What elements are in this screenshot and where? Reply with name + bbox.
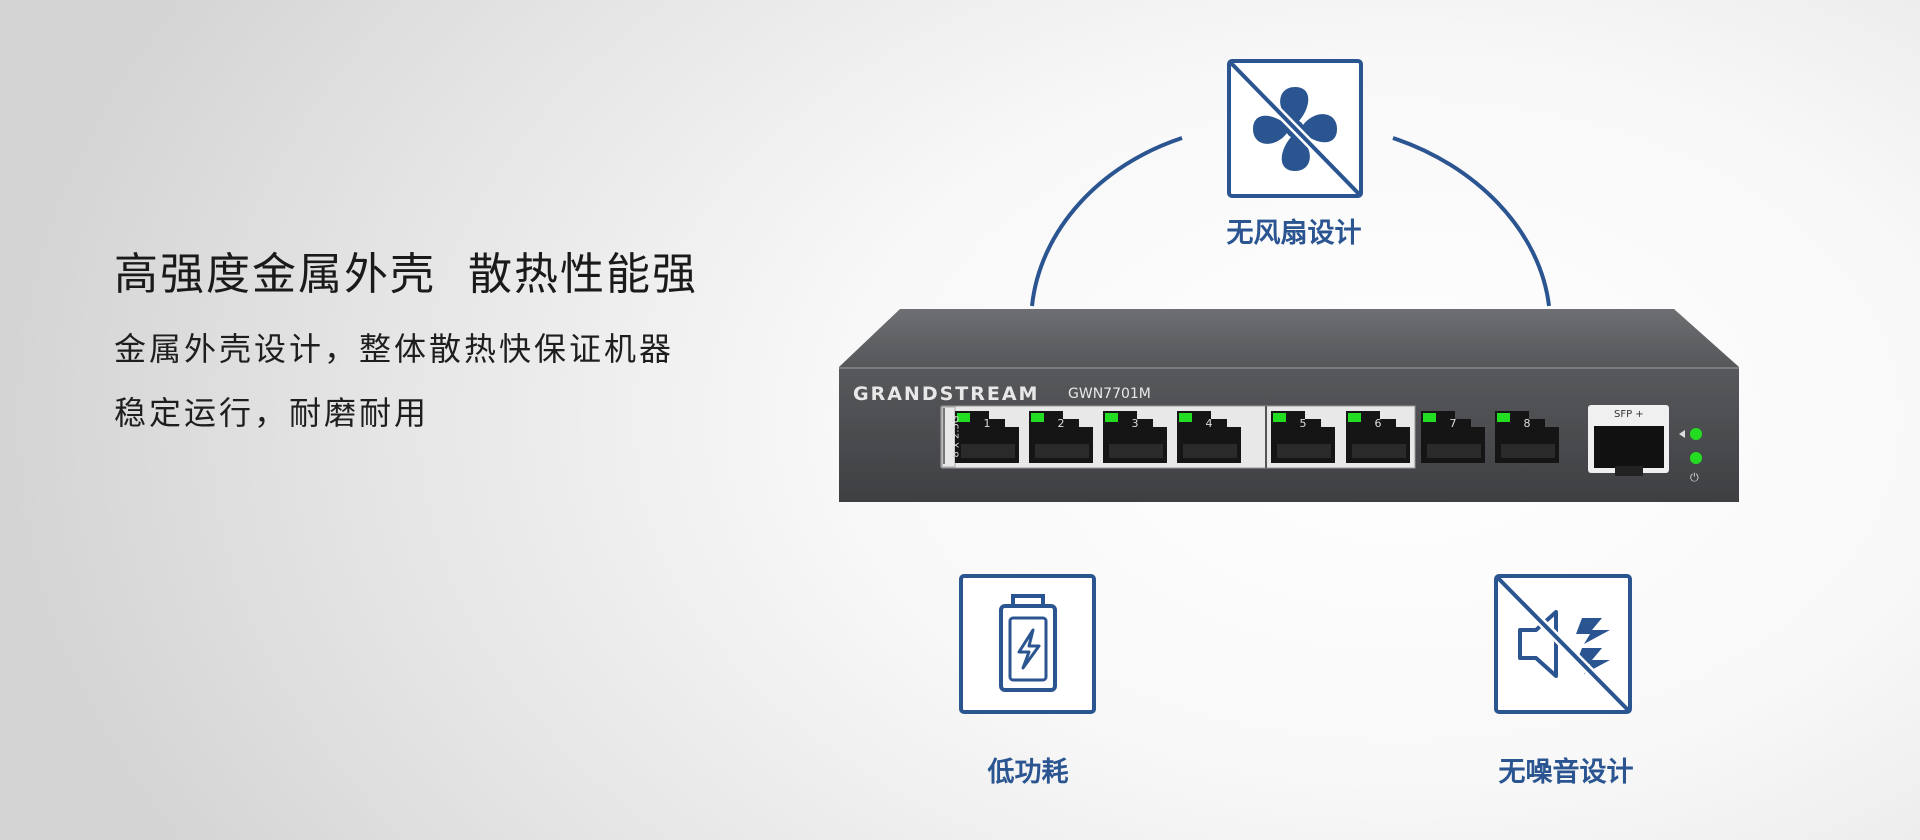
headline: 高强度金属外壳 散热性能强 xyxy=(114,249,698,300)
brand-logo: GRANDSTREAM xyxy=(853,383,1040,405)
port-number: 8 xyxy=(1523,417,1531,430)
network-switch: GRANDSTREAM GWN7701M 8 x 2.5G 1 2 3 4 5 6 7 8 S… xyxy=(839,309,1739,504)
feature-label-silent: 无噪音设计 xyxy=(1498,757,1634,788)
ethernet-port xyxy=(1495,411,1559,463)
port-led xyxy=(1497,413,1510,422)
no-fan-icon xyxy=(1227,59,1363,198)
port-number: 7 xyxy=(1449,417,1457,430)
ethernet-port xyxy=(1177,411,1241,463)
no-sound-icon xyxy=(1494,574,1632,714)
port-number: 6 xyxy=(1374,417,1382,430)
ethernet-port xyxy=(1421,411,1485,463)
power-icon: ⏻ xyxy=(1690,471,1699,484)
model-label: GWN7701M xyxy=(1068,386,1151,402)
ethernet-port xyxy=(1103,411,1167,463)
port-number: 2 xyxy=(1057,417,1065,430)
port-led xyxy=(1179,413,1192,422)
feature-label-low-power: 低功耗 xyxy=(987,757,1069,788)
port-led xyxy=(1105,413,1118,422)
port-number: 4 xyxy=(1205,417,1213,430)
port-led xyxy=(1273,413,1286,422)
ethernet-port xyxy=(1346,411,1410,463)
port-number: 5 xyxy=(1299,417,1307,430)
port-led xyxy=(1031,413,1044,422)
ethernet-port xyxy=(1029,411,1093,463)
ethernet-port xyxy=(955,411,1019,463)
description-line-1: 金属外壳设计，整体散热快保证机器 xyxy=(114,330,675,368)
port-led xyxy=(1423,413,1436,422)
description-line-2: 稳定运行，耐磨耐用 xyxy=(114,394,430,432)
sfp-label: SFP + xyxy=(1614,409,1644,420)
port-number: 1 xyxy=(983,417,991,430)
ethernet-port xyxy=(1271,411,1335,463)
port-group-label: 8 x 2.5G xyxy=(950,415,962,458)
feature-label-fanless: 无风扇设计 xyxy=(1226,218,1362,249)
battery-charge-icon xyxy=(959,574,1096,714)
port-led xyxy=(957,413,970,422)
port-number: 3 xyxy=(1131,417,1139,430)
port-led xyxy=(1348,413,1361,422)
